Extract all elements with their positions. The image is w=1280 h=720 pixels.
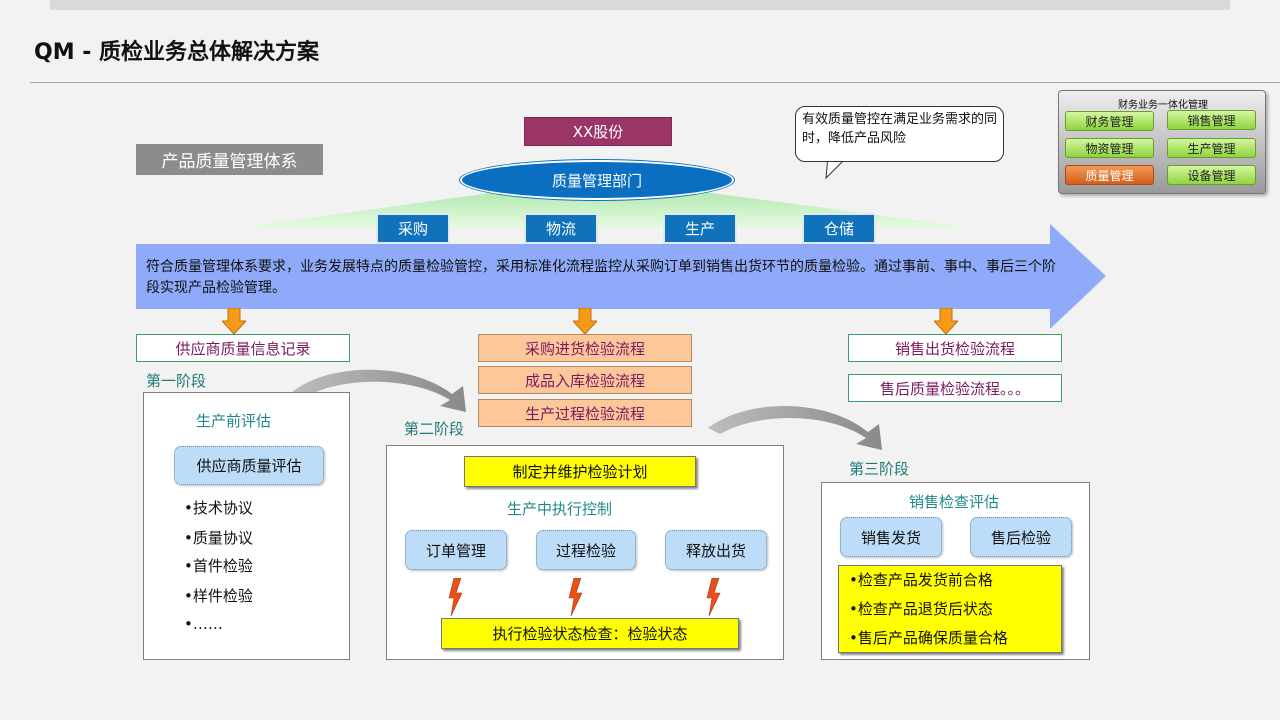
stage2-heading: 生产中执行控制 [507,500,613,518]
stage3-heading: 销售检查评估 [909,493,1000,511]
lightning-icon [568,578,583,616]
lightning-icon [706,578,721,616]
bullet-item: •质量协议 [184,529,253,547]
aftersales-inspection-pill: 售后检验 [970,517,1072,557]
process-inspection-pill: 过程检验 [536,530,636,570]
release-shipment-pill: 释放出货 [665,530,767,570]
function-box-procurement: 采购 [376,213,450,244]
sales-delivery-pill: 销售发货 [840,517,942,557]
production-mgmt-button[interactable]: 生产管理 [1167,138,1256,158]
inspection-status-box: 执行检验状态检查：检验状态 [441,618,739,649]
top-bar [50,0,1230,10]
stage2-label: 第二阶段 [404,420,465,438]
checklist-item: •检查产品发货前合格 [849,571,993,589]
flow-purchase-inspection: 采购进货检验流程 [478,334,692,362]
function-box-warehouse: 仓储 [802,213,876,244]
stage2-box: 制定并维护检验计划 生产中执行控制 订单管理 过程检验 释放出货 执行检验状态检… [386,445,784,660]
down-arrow-icon [222,308,246,334]
stage3-checklist-box: •检查产品发货前合格 •检查产品退货后状态 •售后产品确保质量合格 [838,565,1062,653]
checklist-item: •售后产品确保质量合格 [849,629,1008,647]
bullet-item: •…… [184,615,223,633]
flow-production-inspection: 生产过程检验流程 [478,399,692,427]
stage1-box: 生产前评估 供应商质量评估 •技术协议 •质量协议 •首件检验 •样件检验 •…… [143,392,350,660]
system-label: 产品质量管理体系 [136,144,323,175]
lightning-icon [448,578,463,616]
equipment-mgmt-button[interactable]: 设备管理 [1167,165,1256,185]
quality-dept-ellipse: 质量管理部门 [460,160,734,200]
sales-mgmt-button[interactable]: 销售管理 [1167,110,1256,130]
supplier-eval-pill: 供应商质量评估 [174,446,324,485]
order-mgmt-pill: 订单管理 [405,530,507,570]
callout-bubble: 有效质量管控在满足业务需求的同时，降低产品风险 [795,106,1004,162]
function-box-logistics: 物流 [524,213,598,244]
stage2-to-stage3-arrow [708,405,882,450]
finance-mgmt-button[interactable]: 财务管理 [1065,111,1154,131]
function-box-production: 生产 [663,213,737,244]
page-title: QM - 质检业务总体解决方案 [34,40,320,65]
flow-aftersales-inspection: 售后质量检验流程。。。 [848,374,1062,402]
finance-business-panel: 财务业务一体化管理 财务管理 销售管理 物资管理 生产管理 质量管理 设备管理 [1058,90,1266,194]
materials-mgmt-button[interactable]: 物资管理 [1065,138,1154,158]
checklist-item: •检查产品退货后状态 [849,600,993,618]
stage3-label: 第三阶段 [849,460,910,478]
flow-stockin-inspection: 成品入库检验流程 [478,366,692,394]
main-arrow-shape [136,224,1106,329]
bullet-item: •技术协议 [184,499,253,517]
flow-supplier-info: 供应商质量信息记录 [136,334,350,362]
down-arrow-icon [934,308,958,334]
quality-mgmt-button[interactable]: 质量管理 [1065,165,1154,185]
bullet-item: •首件检验 [184,557,253,575]
company-box: XX股份 [524,117,672,146]
stage1-heading: 生产前评估 [196,412,272,430]
title-divider [30,82,1280,83]
flow-sales-inspection: 销售出货检验流程 [848,334,1062,362]
main-arrow-text: 符合质量管理体系要求，业务发展特点的质量检验管控，采用标准化流程监控从采购订单到… [146,259,1056,296]
inspection-plan-box: 制定并维护检验计划 [464,456,696,487]
stage1-label: 第一阶段 [146,372,207,390]
bullet-item: •样件检验 [184,587,253,605]
down-arrow-icon [573,308,597,334]
stage3-box: 销售检查评估 销售发货 售后检验 •检查产品发货前合格 •检查产品退货后状态 •… [821,482,1090,660]
stage1-to-stage2-arrow [292,369,466,412]
finance-panel-title: 财务业务一体化管理 [1118,100,1208,111]
